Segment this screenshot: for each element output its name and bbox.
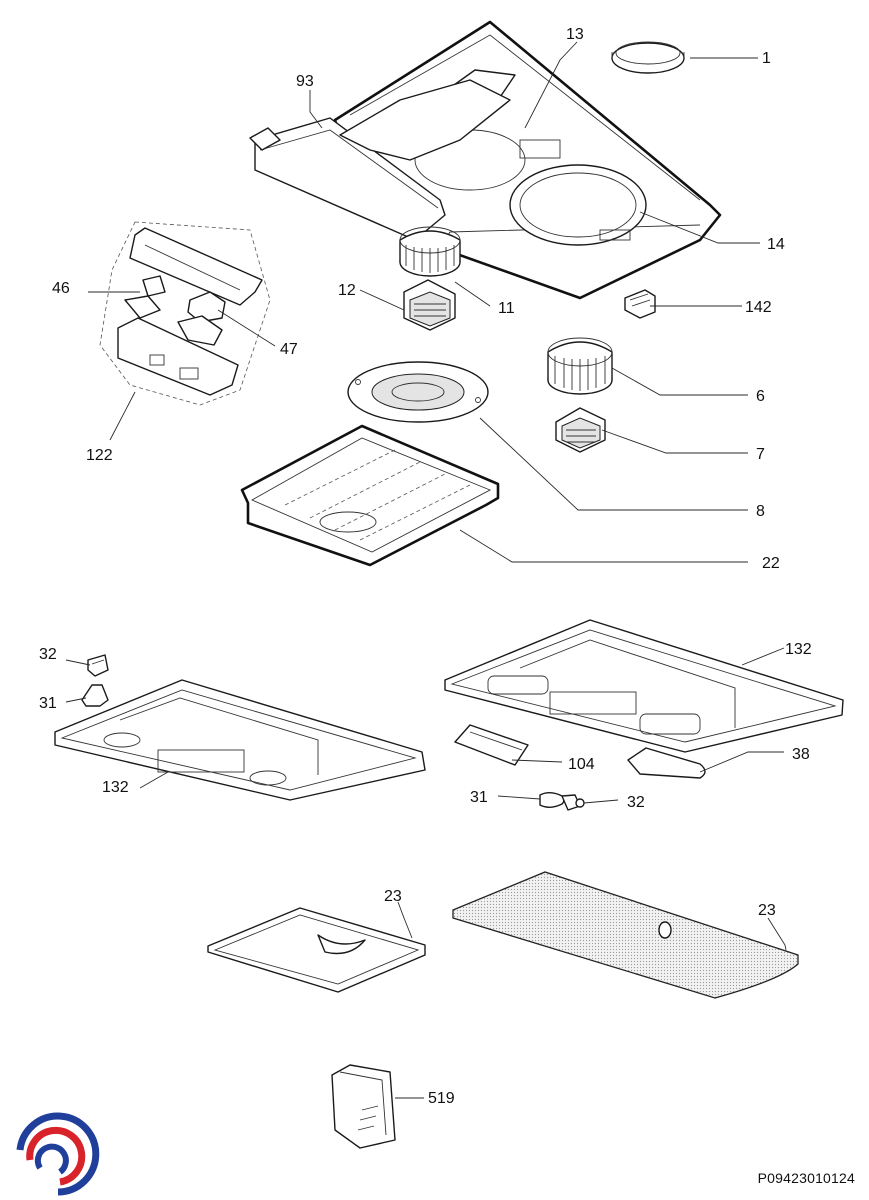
callout-31-right: 31 bbox=[470, 789, 488, 806]
callout-519: 519 bbox=[428, 1090, 455, 1107]
filter-part-23-left bbox=[207, 907, 426, 993]
callout-13: 13 bbox=[566, 26, 584, 43]
leader-lines bbox=[65, 41, 787, 1099]
callout-7: 7 bbox=[756, 446, 765, 463]
brand-logo bbox=[16, 1112, 100, 1196]
callout-1: 1 bbox=[762, 50, 771, 67]
callout-23-right: 23 bbox=[758, 902, 776, 919]
fixing-kit-part-519 bbox=[331, 1064, 396, 1149]
fan-wheel-part-6 bbox=[547, 337, 613, 395]
callout-122: 122 bbox=[86, 447, 113, 464]
cover-panel-part-132-right bbox=[444, 619, 844, 753]
callout-132-right: 132 bbox=[785, 641, 812, 658]
callout-104: 104 bbox=[568, 756, 595, 773]
callout-47: 47 bbox=[280, 341, 298, 358]
lens-part-104 bbox=[454, 724, 529, 766]
callout-31-left: 31 bbox=[39, 695, 57, 712]
clip-part-142 bbox=[624, 289, 656, 319]
socket-part-32-right bbox=[561, 794, 585, 811]
tray-part-22 bbox=[240, 424, 500, 567]
callout-23-left: 23 bbox=[384, 888, 402, 905]
callout-132-left: 132 bbox=[102, 779, 129, 796]
motor-part-12 bbox=[403, 279, 456, 331]
control-assembly-part-122 bbox=[99, 221, 271, 406]
duct-part-93 bbox=[249, 79, 511, 241]
motor-part-7 bbox=[555, 407, 606, 453]
socket-part-32-left bbox=[87, 654, 109, 677]
callout-11: 11 bbox=[498, 300, 515, 317]
callout-38: 38 bbox=[792, 746, 810, 763]
callout-32-left: 32 bbox=[39, 646, 57, 663]
document-number: P09423010124 bbox=[757, 1170, 855, 1186]
callout-142: 142 bbox=[745, 299, 772, 316]
ring-part-1 bbox=[611, 41, 685, 74]
bulb-part-31-right bbox=[539, 792, 565, 808]
callout-22: 22 bbox=[762, 555, 780, 572]
diffuser-part-38 bbox=[627, 747, 706, 779]
mounting-plate-part-8 bbox=[347, 361, 489, 423]
cover-panel-part-132-left bbox=[54, 679, 426, 801]
callout-6: 6 bbox=[756, 388, 765, 405]
fan-wheel-part-11 bbox=[399, 226, 461, 277]
bulb-part-31-left bbox=[81, 684, 109, 707]
callout-12: 12 bbox=[338, 282, 356, 299]
callout-8: 8 bbox=[756, 503, 765, 520]
filter-part-23-right bbox=[452, 871, 799, 999]
callout-32-right: 32 bbox=[627, 794, 645, 811]
callout-93: 93 bbox=[296, 73, 314, 90]
callout-46: 46 bbox=[52, 280, 70, 297]
callout-14: 14 bbox=[767, 236, 785, 253]
callout-labels: 1 13 93 14 11 12 142 46 47 122 6 7 8 22 … bbox=[39, 26, 812, 1107]
